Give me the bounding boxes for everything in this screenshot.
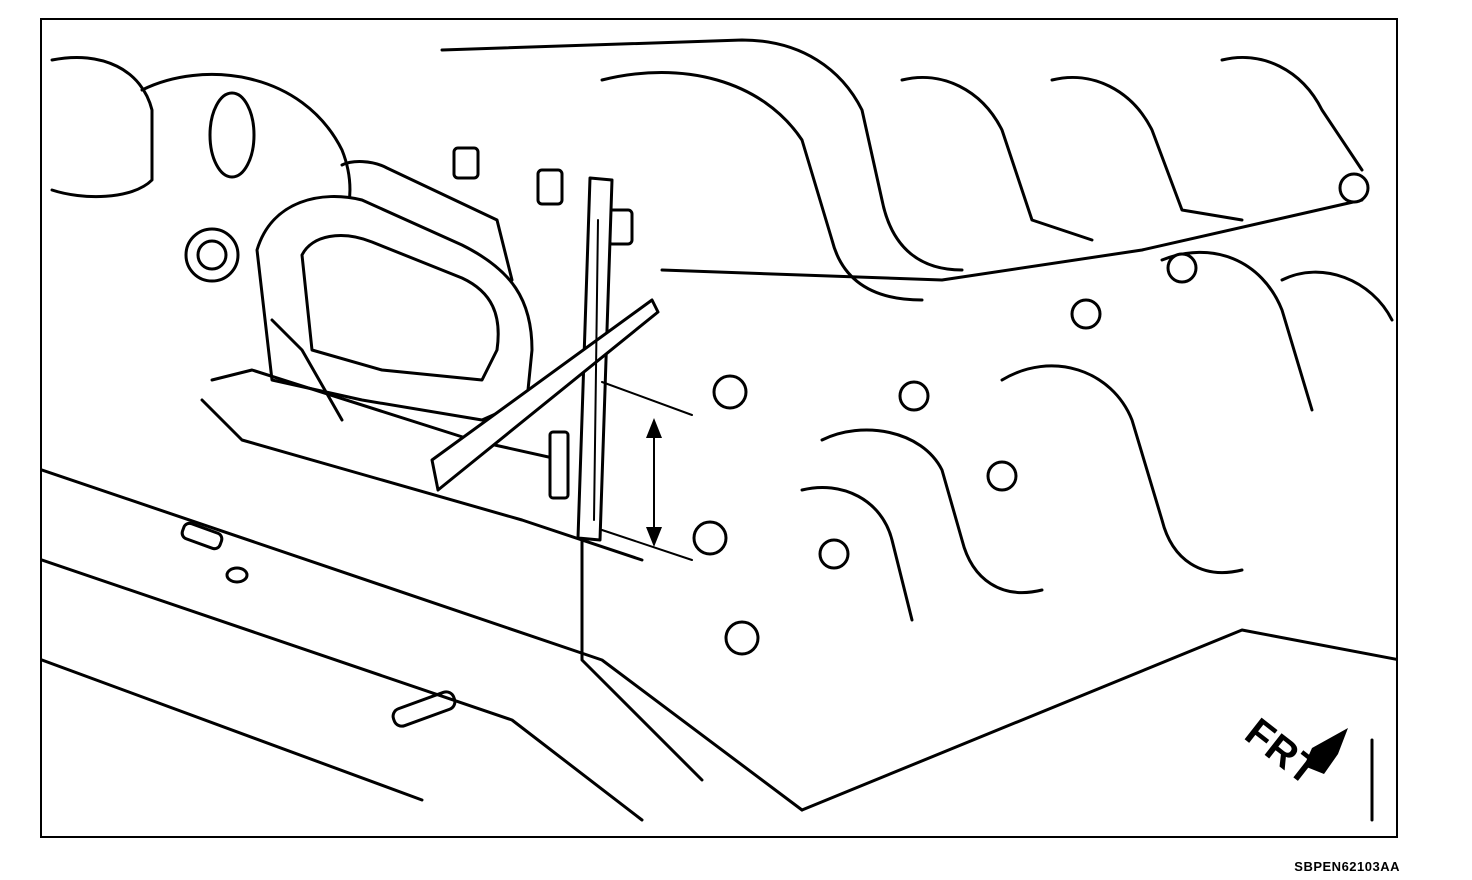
dimension-arrow: [601, 381, 693, 561]
front-arrow-icon: [1304, 728, 1348, 774]
measuring-ruler: [430, 176, 660, 542]
frame-rails: [42, 468, 804, 822]
cover-plate: [800, 628, 1396, 822]
figure-code: SBPEN62103AA: [1294, 859, 1400, 874]
manifold-bolts: [692, 172, 1370, 656]
intake-manifold: [440, 38, 1364, 302]
diagram-frame: FRT: [40, 18, 1398, 838]
engine-mount-illustration: [42, 38, 1396, 822]
mount-studs: [452, 146, 634, 500]
